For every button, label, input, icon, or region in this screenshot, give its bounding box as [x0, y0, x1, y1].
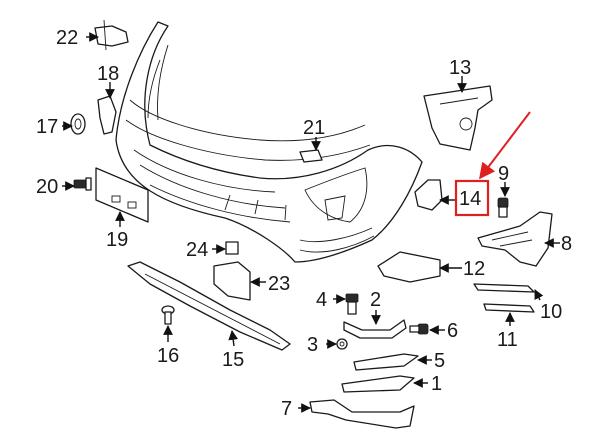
callout-7: 7: [281, 398, 292, 420]
part-17-plug: [70, 113, 86, 135]
callout-19: 19: [106, 229, 128, 251]
part-6-bolt: [409, 323, 429, 335]
callout-6: 6: [447, 320, 458, 342]
callout-12: 12: [463, 258, 485, 280]
callout-21: 21: [303, 117, 325, 139]
bumper-cover-drawing: [115, 21, 423, 263]
part-18-bracket: [97, 95, 117, 135]
part-5-trim: [353, 353, 419, 371]
part-12-cover: [377, 251, 441, 283]
part-13-bracket: [423, 85, 493, 151]
part-1-trim: [341, 375, 415, 393]
highlight-box: [454, 179, 490, 217]
part-22-bracket: [94, 19, 129, 51]
callout-23: 23: [268, 273, 290, 295]
callout-13: 13: [449, 57, 471, 79]
callout-14: 14: [459, 188, 481, 210]
callout-4: 4: [316, 289, 327, 311]
callout-2: 2: [370, 289, 381, 311]
callout-3: 3: [307, 334, 318, 356]
part-7-lower-trim: [309, 399, 415, 429]
callout-11: 11: [497, 329, 518, 351]
callout-16: 16: [157, 345, 179, 367]
callout-labels: 22 18 17 20 19 21 13 14 9 8 12 10 11 24 …: [36, 27, 572, 420]
part-2-bracket: [343, 319, 407, 339]
callout-9: 9: [498, 163, 509, 185]
part-14-bracket: [414, 179, 443, 211]
callout-1: 1: [431, 373, 442, 395]
part-16-fastener: [161, 305, 175, 325]
leader-lines: [62, 32, 560, 413]
highlight-arrow: [479, 111, 531, 180]
part-19-license-bracket: [95, 167, 149, 223]
callout-15: 15: [222, 349, 244, 371]
part-15-lower-support: [127, 261, 291, 351]
part-11-strip: [483, 303, 535, 313]
highlight-part-14: [454, 111, 531, 217]
callout-17: 17: [36, 116, 58, 138]
part-4-bolt: [345, 293, 359, 315]
part-21-clip: [299, 149, 323, 163]
callout-10: 10: [540, 301, 562, 323]
part-8-grille: [477, 211, 553, 267]
callout-8: 8: [561, 233, 572, 255]
callout-24: 24: [186, 239, 208, 261]
callout-5: 5: [434, 350, 445, 372]
part-23-bracket: [213, 261, 251, 301]
callout-20: 20: [36, 176, 58, 198]
part-3-nut: [336, 338, 348, 350]
part-10-strip: [473, 283, 535, 293]
callout-18: 18: [97, 63, 119, 85]
part-9-bolt: [497, 197, 509, 218]
callout-22: 22: [56, 27, 78, 49]
part-20-screw: [73, 177, 92, 191]
part-24-clip: [225, 241, 239, 255]
